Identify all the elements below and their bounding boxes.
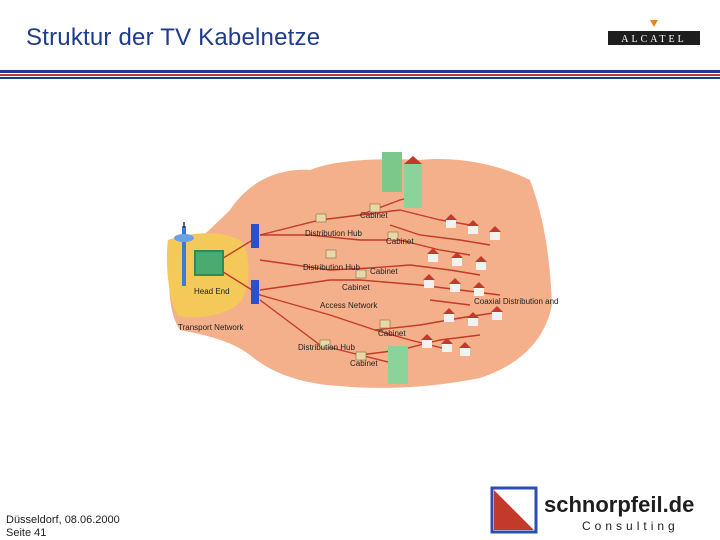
label-distribution-hub: Distribution Hub <box>305 229 362 238</box>
label-cabinet: Cabinet <box>360 211 388 220</box>
house-icon <box>443 308 455 322</box>
cabinet-icon <box>355 269 367 279</box>
cabinet-icon <box>387 231 399 241</box>
house-icon <box>473 282 485 296</box>
consulting-logo-text: Consulting <box>582 519 679 533</box>
schnorpfeil-logo: schnorpfeil.de Consulting <box>490 486 694 534</box>
cable-network-diagram: Cabinet Cabinet Cabinet Cabinet Cabinet … <box>166 152 560 388</box>
house-icon <box>467 220 479 234</box>
house-icon <box>423 274 435 288</box>
header-rule-red <box>0 74 720 76</box>
label-cabinet: Cabinet <box>378 329 406 338</box>
page-title: Struktur der TV Kabelnetze <box>26 24 321 51</box>
header-rule-blue <box>0 70 720 73</box>
distribution-hub-tower-icon <box>251 280 259 304</box>
header-rule-blue-2 <box>0 77 720 79</box>
house-icon <box>445 214 457 228</box>
label-transport-network: Transport Network <box>178 323 245 332</box>
house-icon <box>475 256 487 270</box>
label-cabinet: Cabinet <box>350 359 378 368</box>
cabinet-icon <box>355 351 367 361</box>
cabinet-icon <box>369 203 381 213</box>
house-icon <box>489 226 501 240</box>
label-cabinet: Cabinet <box>342 283 370 292</box>
building-icon <box>382 152 422 208</box>
label-cabinet: Cabinet <box>386 237 414 246</box>
cabinet-icon <box>319 339 331 349</box>
alcatel-triangle-icon <box>650 20 658 27</box>
alcatel-logo: ALCATEL <box>608 20 700 45</box>
footer-page-number: Seite 41 <box>6 527 47 539</box>
label-head-end: Head End <box>194 287 230 296</box>
cabinet-icon <box>315 213 327 223</box>
footer-location-date: Düsseldorf, 08.06.2000 <box>6 514 120 526</box>
house-icon <box>491 306 503 320</box>
label-distribution-hub: Distribution Hub <box>303 263 360 272</box>
house-icon <box>421 334 433 348</box>
house-icon <box>451 252 463 266</box>
house-icon <box>427 248 439 262</box>
footer: Düsseldorf, 08.06.2000 Seite 41 <box>6 514 120 540</box>
house-icon <box>441 338 453 352</box>
houses <box>421 214 503 356</box>
cabinet-icon <box>379 319 391 329</box>
house-icon <box>459 342 471 356</box>
head-end-antenna-icon <box>174 222 194 286</box>
label-access-network: Access Network <box>320 301 378 310</box>
building-icon <box>388 346 408 384</box>
distribution-hub-tower-icon <box>251 224 259 248</box>
house-icon <box>467 312 479 326</box>
house-icon <box>449 278 461 292</box>
cabinet-icon <box>325 249 337 259</box>
label-cabinet: Cabinet <box>370 267 398 276</box>
label-coaxial-network: Coaxial Distribution and Drop Network <box>474 297 560 306</box>
alcatel-logo-text: ALCATEL <box>621 34 686 45</box>
schnorpfeil-logo-text: schnorpfeil.de <box>544 492 694 517</box>
label-distribution-hub: Distribution Hub <box>298 343 355 352</box>
